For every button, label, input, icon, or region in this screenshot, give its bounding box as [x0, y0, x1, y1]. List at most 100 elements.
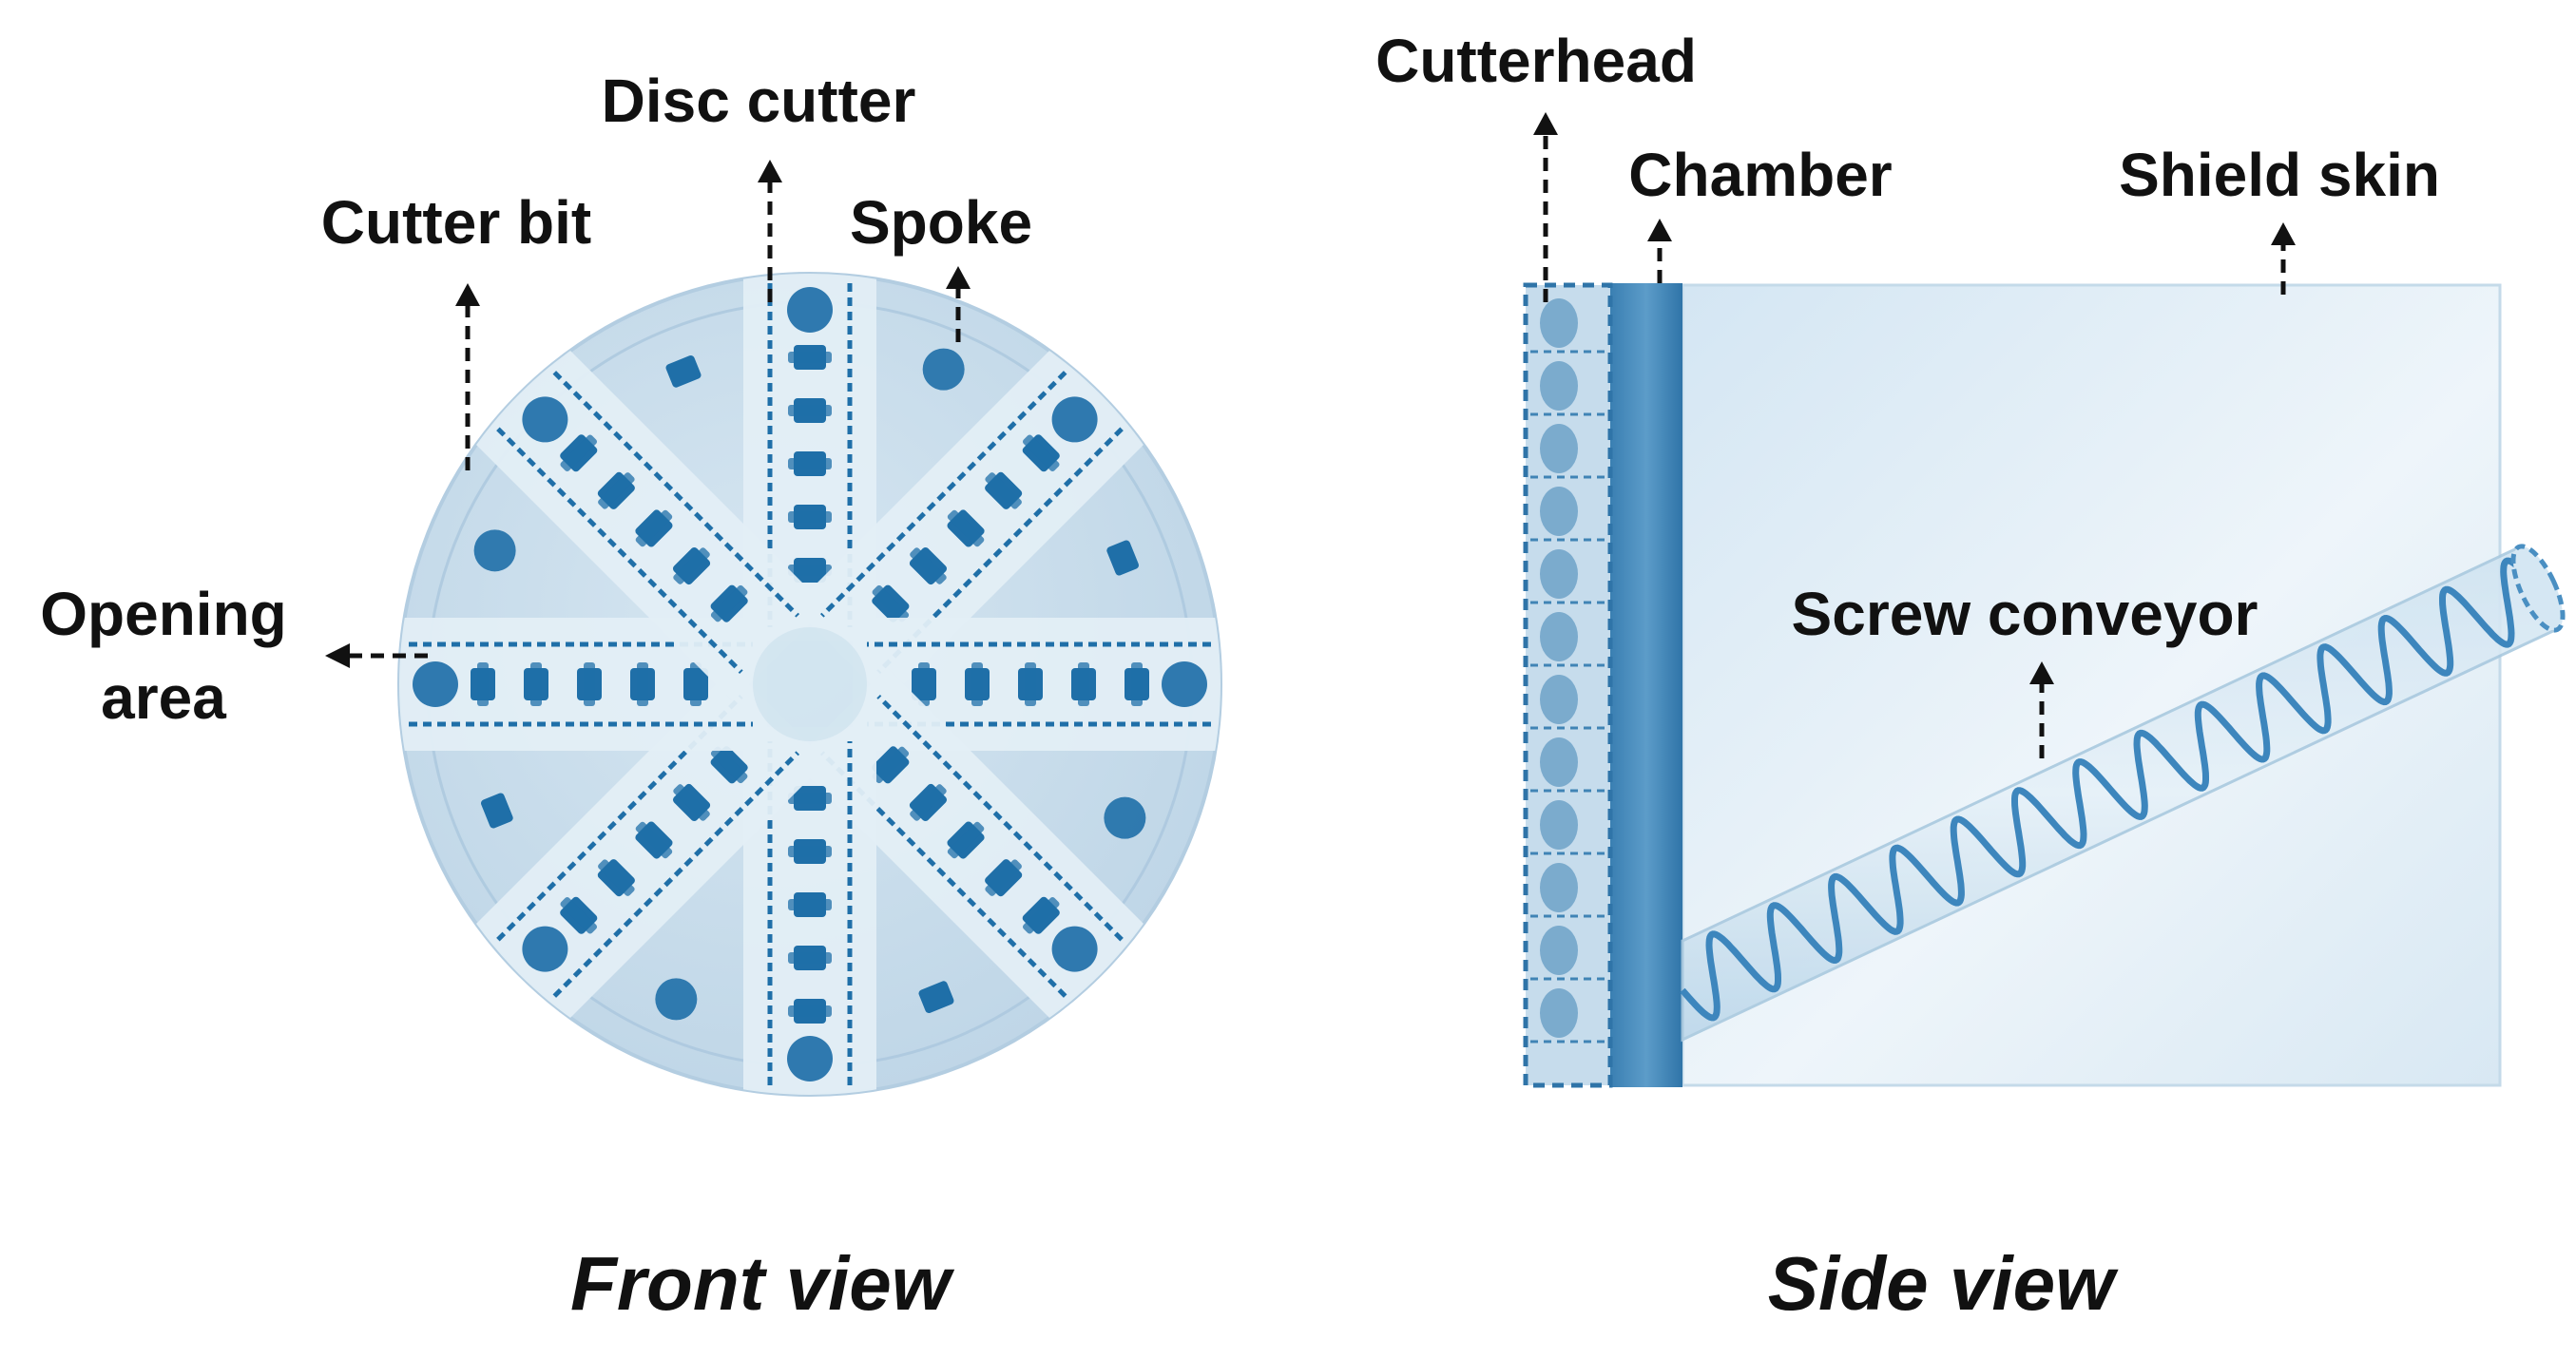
screw-conveyor-end	[2510, 544, 2566, 633]
disc-cutter	[787, 287, 833, 333]
leaders	[325, 112, 2296, 758]
cutterhead-side-tool	[1540, 487, 1578, 536]
cutterhead-label: Cutterhead	[1375, 27, 1697, 95]
cutterhead-arrowhead	[1533, 112, 1558, 135]
cutter-bit-holder	[560, 896, 598, 934]
cutter-bit-holder	[673, 547, 710, 584]
cutter-bit-label: Cutter bit	[321, 188, 591, 257]
cutter-bit-holder	[788, 458, 832, 469]
cutter-bit-holder	[788, 405, 832, 416]
chamber-bar	[1610, 283, 1682, 1087]
cutterhead-side-tool	[1540, 863, 1578, 912]
spoke-arrowhead	[946, 266, 971, 289]
cutter-bit-holder	[598, 859, 635, 896]
spoke-arm	[469, 343, 827, 701]
cutter-bit-holder	[477, 662, 489, 706]
cutter-bit	[481, 793, 513, 829]
cutterhead-side-tool	[1540, 424, 1578, 473]
disc-cutter	[1104, 796, 1146, 839]
cutter-bit	[665, 355, 702, 388]
cutter-bit-holder	[910, 547, 947, 584]
spoke-label: Spoke	[850, 188, 1032, 257]
spoke-edge	[876, 694, 1124, 942]
cutter-bit-holder	[788, 793, 832, 804]
screw-conveyor-label: Screw conveyor	[1792, 580, 2259, 648]
cutter-bit-holder	[910, 784, 947, 821]
cutter-bit-holder	[1078, 662, 1089, 706]
cutter-bit-holder	[598, 472, 635, 509]
spoke-arm	[399, 618, 767, 751]
front-view-caption: Front view	[570, 1241, 955, 1326]
disc-cutter	[655, 978, 698, 1021]
cutter-bit	[918, 981, 954, 1013]
cutter-bit-holder	[1131, 662, 1143, 706]
chamber-label: Chamber	[1628, 141, 1892, 209]
labels: Disc cutter Cutter bit Spoke Opening are…	[40, 27, 2440, 1326]
cutter-bit-holder	[918, 662, 930, 706]
cutter-bit-holder	[788, 1005, 832, 1017]
disc-cutter	[1051, 396, 1098, 443]
screw-conveyor-helix	[1680, 557, 2541, 1022]
cutter-bit-holder	[947, 509, 985, 547]
shield-skin-arrowhead	[2271, 222, 2296, 245]
cutter-bit-holder	[710, 584, 748, 622]
disc-cutter	[787, 1036, 833, 1081]
cutterhead-side-detail	[1530, 298, 1606, 1043]
disc-cutter	[1051, 926, 1098, 972]
disc-cutter-label: Disc cutter	[602, 67, 916, 135]
chamber-arrowhead	[1647, 219, 1672, 241]
cutterhead-side-tool	[1540, 361, 1578, 411]
cutter-bit-holder	[788, 846, 832, 857]
cutterhead-side-tool	[1540, 675, 1578, 724]
disc-cutter	[522, 396, 568, 443]
cutter-bit-holder	[788, 899, 832, 910]
cutter-bit-holder	[985, 859, 1022, 896]
screw-conveyor	[1680, 544, 2566, 1043]
cutter-bit-holder	[788, 952, 832, 964]
cutter-bit-holder	[985, 472, 1022, 509]
cutter-bit-holder	[637, 662, 648, 706]
front-view	[397, 272, 1222, 1097]
cutterhead-side-tool	[1540, 549, 1578, 599]
cutter-bit-holder	[971, 662, 983, 706]
cutter-bit-holder	[872, 746, 910, 784]
cutter-bit-holder	[530, 662, 542, 706]
disc-cutter	[473, 529, 516, 572]
cutter-bit-holder	[635, 821, 673, 859]
cutter-bit-holder	[635, 509, 673, 547]
cutter-bit-holder	[584, 662, 595, 706]
disc-cutter	[922, 348, 965, 391]
spokes	[399, 274, 1221, 1095]
shield-skin-label: Shield skin	[2119, 141, 2440, 209]
cutter-bit-holder	[788, 352, 832, 363]
cutter-bit-holder	[1022, 434, 1060, 472]
spoke-edge	[552, 751, 800, 998]
disc-cutter	[522, 926, 568, 972]
center-hub	[753, 627, 867, 741]
disc-cutter	[1162, 661, 1207, 707]
spoke-arm	[469, 667, 827, 1025]
spoke-arm	[793, 667, 1151, 1025]
cutter-bit-holder	[1025, 662, 1036, 706]
cutter-bit-holder	[947, 821, 985, 859]
cutterhead-side-tool	[1540, 737, 1578, 787]
cutterhead-side-tool	[1540, 926, 1578, 975]
disc-cutter-arrowhead	[758, 160, 782, 182]
cutter-bit-holder	[560, 434, 598, 472]
cutterhead-side	[1523, 282, 1613, 1088]
cutter-bit-holder	[1022, 896, 1060, 934]
cutter-bit-holder	[788, 565, 832, 576]
spoke-edge	[819, 371, 1067, 618]
opening-area-label-line1: Opening	[40, 580, 287, 648]
cutterhead-side-tool	[1540, 800, 1578, 850]
cutterhead-side-tool	[1540, 298, 1578, 348]
spoke-edge	[496, 427, 743, 675]
opening-area-arrowhead	[325, 643, 350, 668]
opening-area-label-line2: area	[101, 663, 226, 732]
screw-conveyor-arrowhead	[2029, 661, 2054, 684]
cutterhead-side-tool	[1540, 612, 1578, 661]
side-view-caption: Side view	[1768, 1241, 2119, 1326]
cutter-bit-holder	[710, 746, 748, 784]
